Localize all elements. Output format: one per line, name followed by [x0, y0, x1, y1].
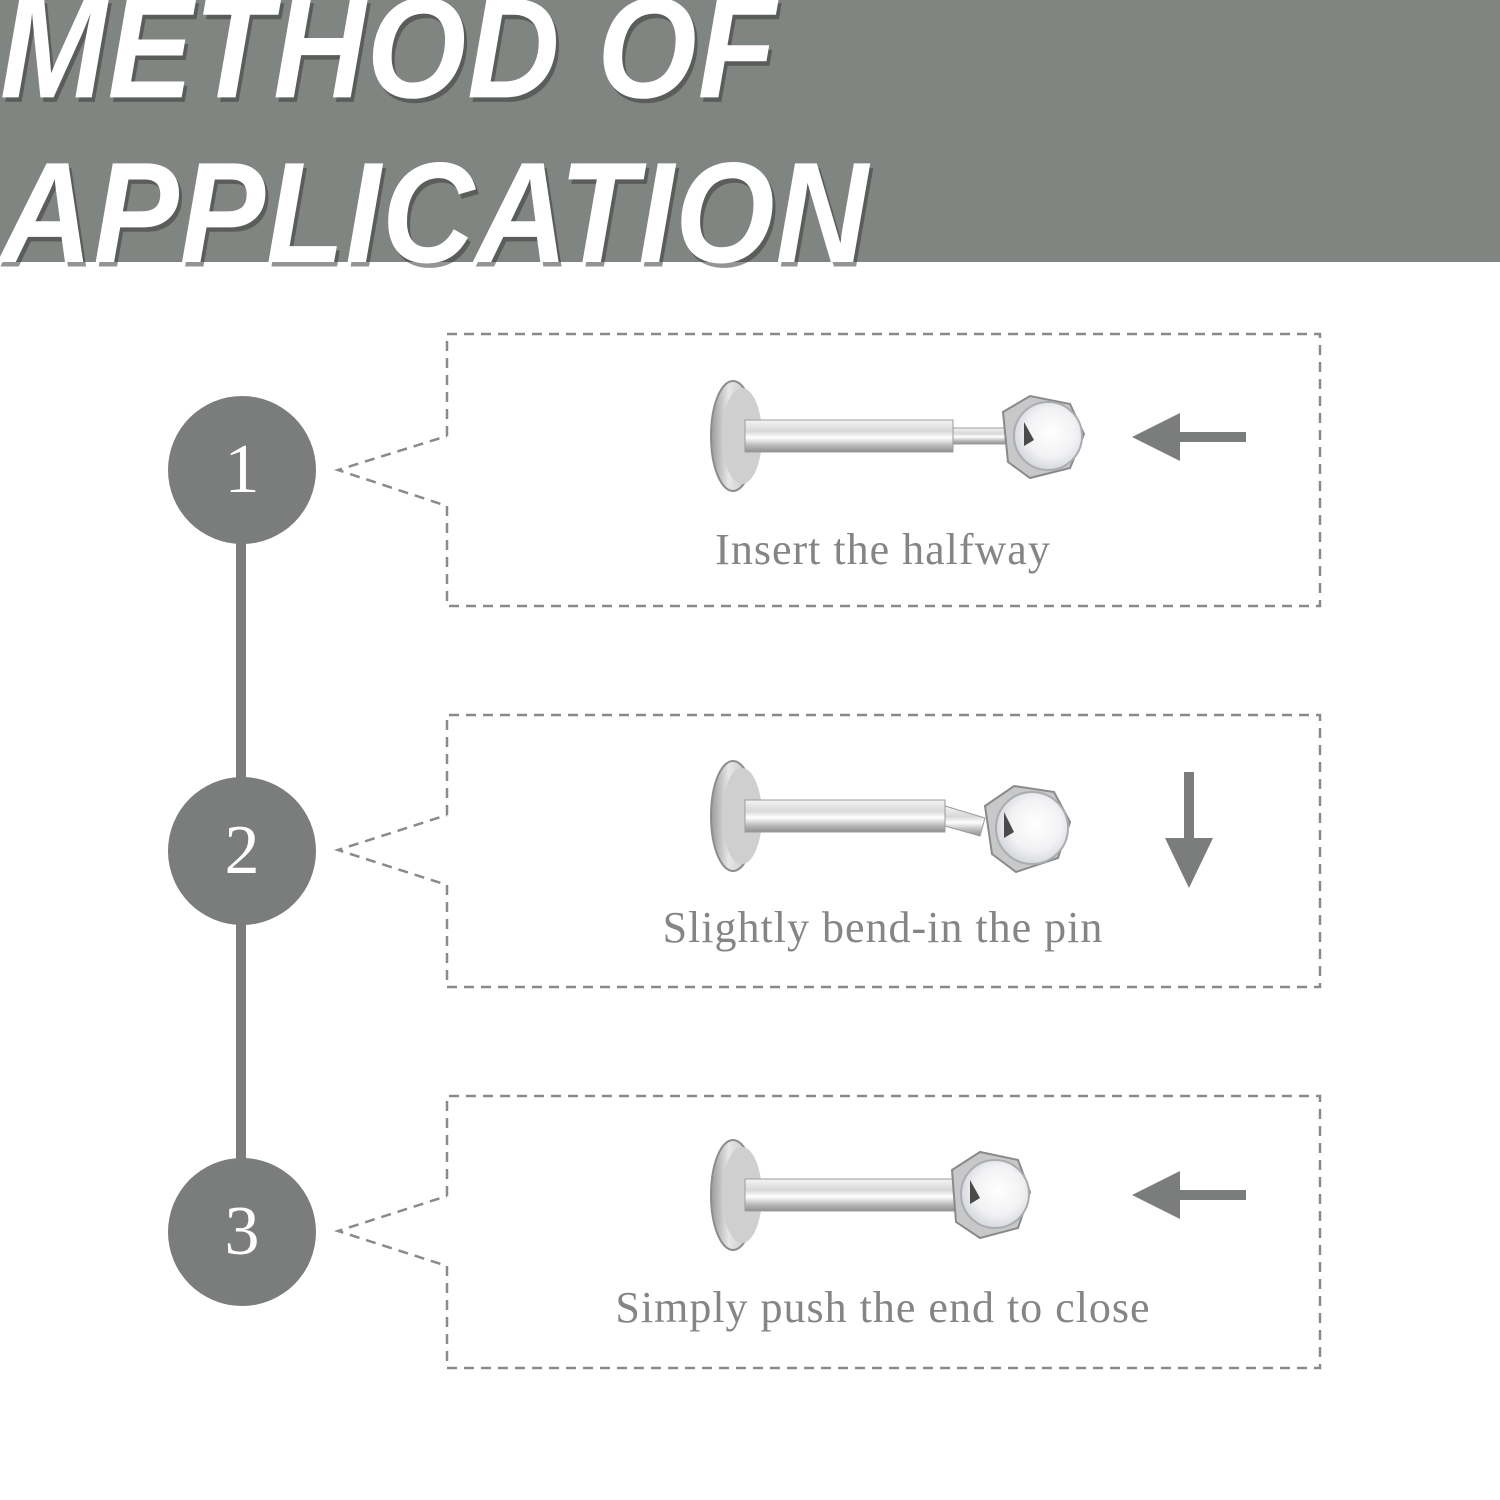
step-2-caption: Slightly bend-in the pin	[662, 903, 1104, 952]
step-1-caption: Insert the halfway	[715, 525, 1051, 574]
step-number-2: 2	[168, 777, 316, 925]
page-title: METHOD OF APPLICATION	[0, 0, 870, 294]
step-3-caption: Simply push the end to close	[615, 1283, 1151, 1332]
stud-illustration-1	[710, 380, 1086, 492]
timeline-connector-1-2	[236, 540, 246, 780]
stud-illustration-3	[710, 1139, 1032, 1251]
step-number-1: 1	[168, 396, 316, 544]
stud-illustration-2	[710, 760, 1072, 874]
callout-box-1	[333, 332, 1322, 608]
timeline-connector-2-3	[236, 922, 246, 1162]
header-banner	[0, 0, 1500, 262]
callout-box-2	[333, 713, 1322, 989]
left-arrow-icon	[1132, 413, 1246, 461]
callout-box-3	[333, 1094, 1322, 1370]
left-arrow-icon	[1132, 1171, 1246, 1219]
down-arrow-icon	[1165, 772, 1213, 888]
step-number-3: 3	[168, 1158, 316, 1306]
